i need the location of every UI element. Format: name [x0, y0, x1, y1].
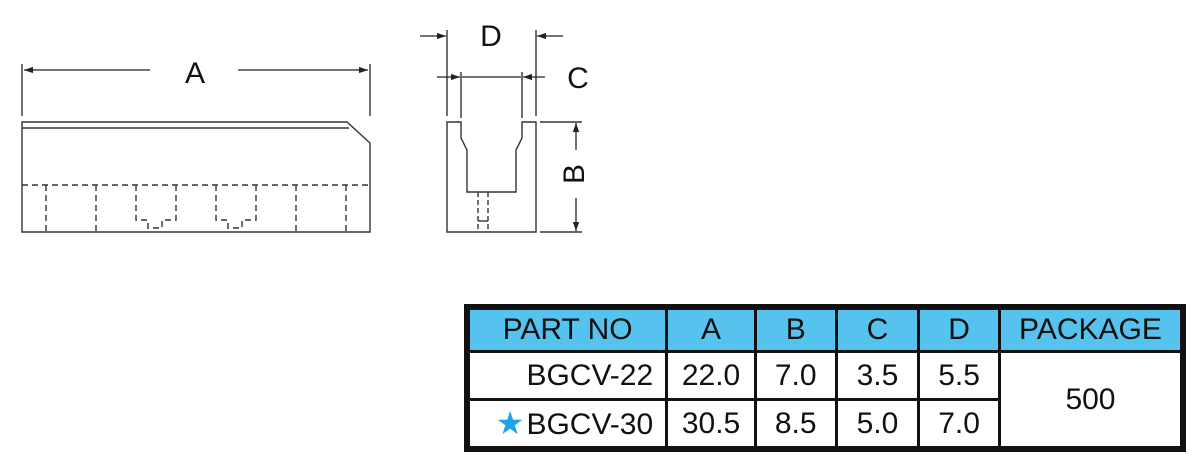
dimension-label-b: B	[558, 164, 591, 184]
part-no-text: BGCV-30	[526, 408, 654, 441]
dimension-b: B	[558, 123, 591, 231]
dimension-a: A	[24, 57, 368, 90]
package-cell: 500	[997, 350, 1185, 451]
cell-d: 5.5	[917, 350, 1001, 401]
column-header-d: D	[917, 305, 1001, 353]
column-header-c: C	[834, 305, 921, 353]
cell-a: 22.0	[665, 350, 757, 401]
cell-d: 7.0	[917, 398, 1001, 451]
dimension-label-d: D	[480, 20, 502, 53]
part-no-cell: ★BGCV-30	[465, 398, 669, 451]
cell-b: 7.0	[753, 350, 838, 401]
cell-c: 3.5	[834, 350, 921, 401]
dimension-d: D	[420, 20, 563, 53]
column-header-package: PACKAGE	[997, 305, 1185, 353]
dimension-label-c: C	[567, 62, 589, 95]
table-header-row: PART NO A B C D PACKAGE	[465, 305, 1185, 353]
dimension-label-a: A	[185, 57, 205, 90]
end-view	[446, 30, 582, 233]
cell-b: 8.5	[753, 398, 838, 451]
cell-c: 5.0	[834, 398, 921, 451]
column-header-b: B	[753, 305, 838, 353]
spec-table: PART NO A B C D PACKAGE BGCV-22 22.0 7.0…	[464, 304, 1186, 452]
column-header-a: A	[665, 305, 757, 353]
table-row: ★BGCV-30 30.5 8.5 5.0 7.0	[465, 398, 1183, 451]
cell-a: 30.5	[665, 398, 757, 451]
part-no-cell: BGCV-22	[465, 350, 669, 401]
star-icon: ★	[495, 405, 525, 441]
side-view	[21, 64, 371, 233]
dimension-c: C	[437, 62, 589, 95]
column-header-part-no: PART NO	[465, 305, 669, 353]
table-row: BGCV-22 22.0 7.0 3.5 5.5 500	[465, 350, 1185, 451]
